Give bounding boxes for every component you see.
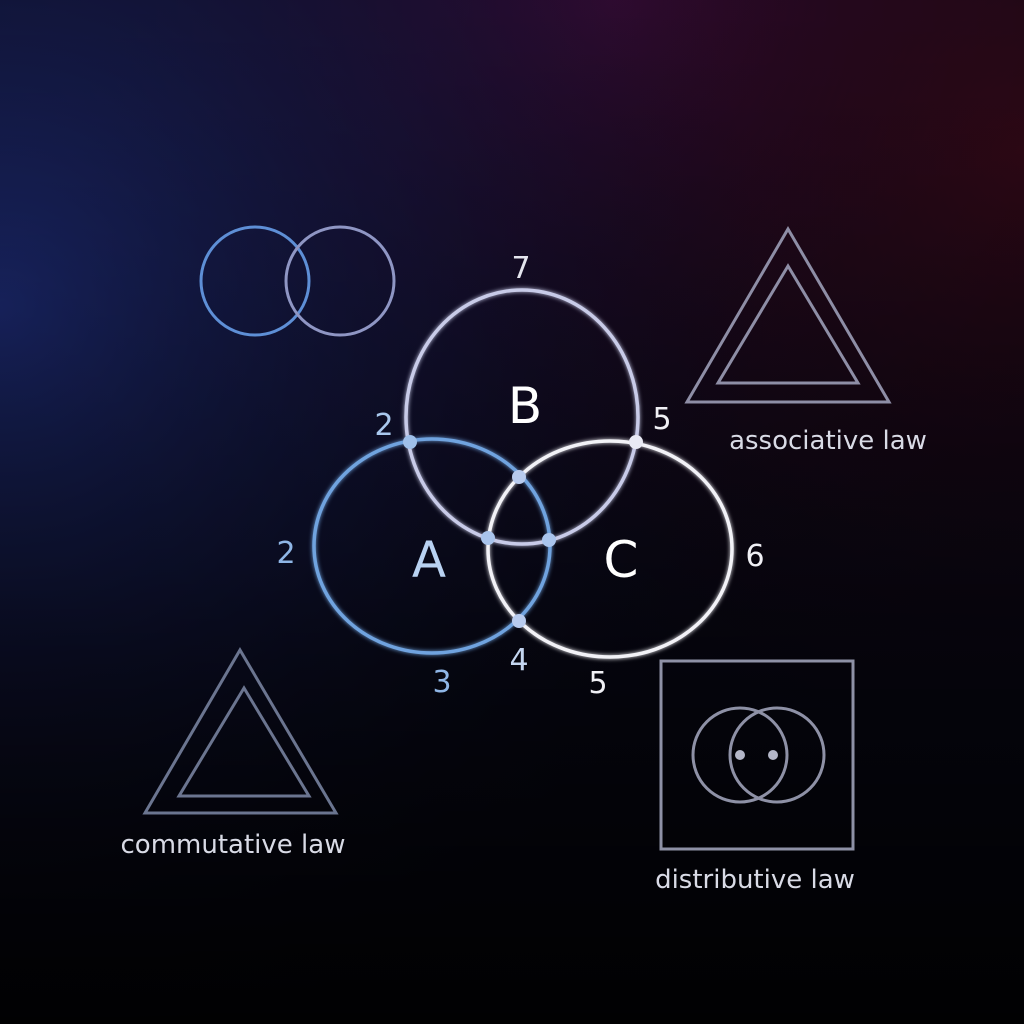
icon-box [659, 659, 855, 851]
count-c-right: 6 [745, 539, 764, 574]
inner-triangle [715, 263, 861, 385]
count-ac-bottom: 4 [509, 643, 528, 678]
distributive-law-label: distributive law [655, 865, 855, 895]
icon-circle-right [284, 225, 396, 337]
outer-triangle [142, 647, 339, 815]
icon-circle-left [691, 706, 789, 804]
node-ab-lower [542, 533, 556, 547]
icon-circle-left [199, 225, 311, 337]
commutative-law-label: commutative law [121, 830, 346, 860]
set-a-label: A [412, 531, 446, 589]
icon-dot-left [735, 750, 745, 760]
node-bc-upper [629, 435, 643, 449]
count-a-bottom: 3 [432, 665, 451, 700]
commutative-nested-triangle-icon [142, 647, 339, 815]
outer-triangle [684, 226, 892, 404]
node-ac-upper [512, 470, 526, 484]
count-c-bottom: 5 [588, 666, 607, 701]
inner-triangle [176, 685, 312, 798]
count-b-top: 7 [511, 251, 530, 286]
icon-circle-right [728, 706, 826, 804]
count-ab-left: 2 [374, 408, 393, 443]
node-bc-lower [481, 531, 495, 545]
associative-nested-triangle-icon [684, 226, 892, 404]
set-c-label: C [604, 531, 639, 589]
circle-c [486, 439, 734, 659]
set-b-label: B [508, 377, 542, 435]
count-a-left: 2 [276, 536, 295, 571]
count-bc-right: 5 [652, 402, 671, 437]
intersection-nodes [403, 435, 643, 628]
associative-law-label: associative law [729, 426, 927, 456]
two-overlapping-circles-icon [199, 225, 396, 337]
boxed-overlapping-circles-icon [659, 659, 855, 851]
node-ab-upper [403, 435, 417, 449]
circle-b [404, 288, 640, 546]
icon-dot-right [768, 750, 778, 760]
node-ac-lower [512, 614, 526, 628]
